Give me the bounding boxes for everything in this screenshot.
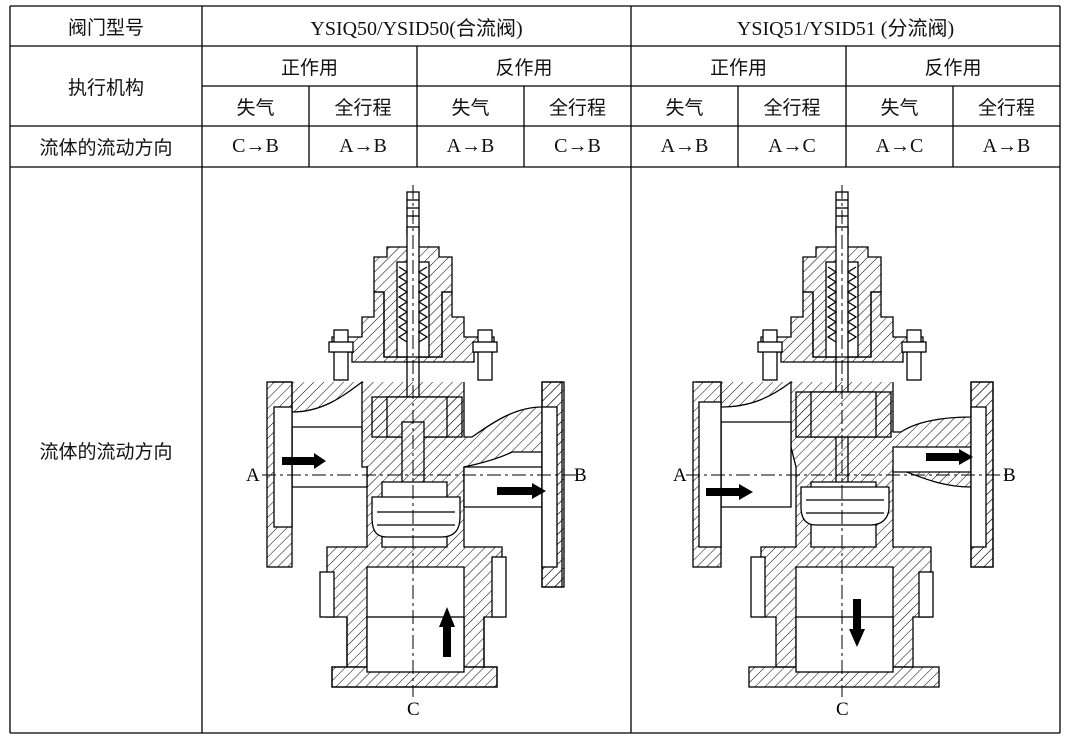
condition-fail-2: 失气 — [451, 96, 490, 119]
flow-value: A→B — [339, 135, 387, 157]
model-merge-header: YSIQ50/YSID50(合流阀) — [310, 17, 523, 40]
flow-value: A→C — [875, 135, 924, 157]
flow-value: A→B — [982, 135, 1031, 157]
port-a-label: A — [673, 465, 687, 486]
action-direct-split: 正作用 — [709, 56, 767, 79]
condition-fail-4: 失气 — [880, 96, 919, 119]
condition-fail-3: 失气 — [665, 96, 704, 119]
flow-value: A→C — [768, 135, 816, 157]
flow-direction-label: 流体的流动方向 — [39, 137, 173, 159]
port-a-label: A — [246, 465, 260, 486]
flow-value: A→B — [660, 135, 709, 157]
valve-model-label: 阀门型号 — [67, 16, 144, 39]
merge-valve-cross-section: A B C — [246, 185, 587, 720]
action-direct-merge: 正作用 — [280, 56, 338, 79]
condition-full-1: 全行程 — [334, 96, 392, 119]
condition-full-3: 全行程 — [763, 96, 821, 119]
port-c-label: C — [407, 699, 420, 720]
condition-fail-1: 失气 — [236, 96, 275, 119]
flow-value: C→B — [554, 135, 601, 157]
flow-value: C→B — [232, 135, 279, 157]
action-reverse-merge: 反作用 — [495, 56, 553, 79]
condition-full-2: 全行程 — [548, 96, 606, 119]
flow-value: A→B — [446, 135, 495, 157]
split-valve-cross-section: A B C — [673, 185, 1016, 720]
model-split-header: YSIQ51/YSID51 (分流阀) — [736, 17, 955, 40]
actuator-label: 执行机构 — [67, 76, 144, 99]
diagram-row-label: 流体的流动方向 — [39, 440, 173, 463]
condition-full-4: 全行程 — [977, 96, 1035, 119]
port-b-label: B — [1003, 465, 1016, 486]
action-reverse-split: 反作用 — [924, 56, 982, 79]
port-b-label: B — [574, 465, 587, 486]
port-c-label: C — [836, 699, 849, 720]
